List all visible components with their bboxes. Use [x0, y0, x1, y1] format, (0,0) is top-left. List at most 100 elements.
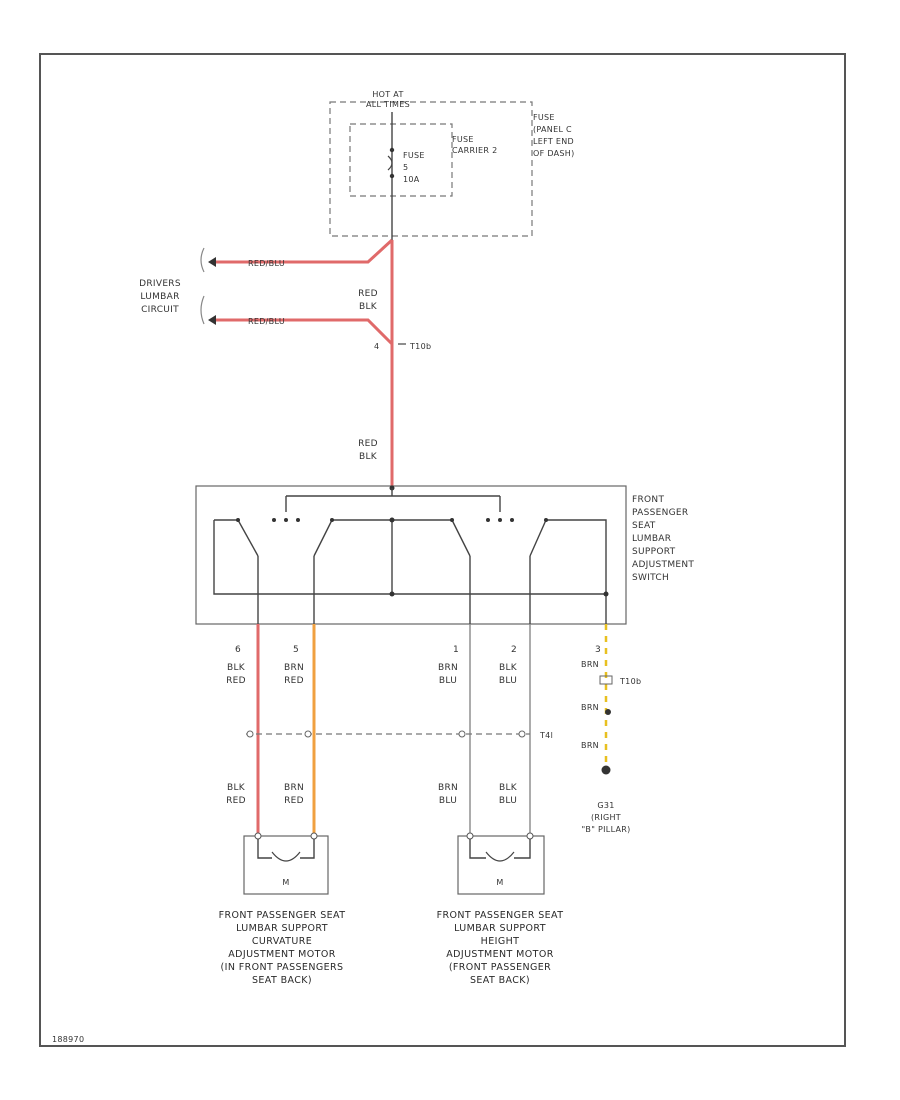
- curvature-motor: M FRONT PASSENGER SEAT LUMBAR SUPPORT CU…: [219, 832, 346, 986]
- switch-blade: [313, 519, 333, 557]
- switch-blade: [529, 519, 547, 557]
- splice-label: T10b: [409, 342, 431, 351]
- height-motor-caption-5: (FRONT PASSENGER: [449, 962, 551, 973]
- fuse-panel: HOT AT ALL TIMES FUSE CARRIER 2 FUSE 5 1…: [329, 90, 575, 240]
- drivers-lumbar-wire-bottom: [216, 318, 394, 346]
- upper-wire-color: BLU: [439, 676, 457, 686]
- arrow-left-icon: [208, 257, 216, 267]
- height-motor-caption-3: HEIGHT: [481, 936, 520, 947]
- height-motor: M FRONT PASSENGER SEAT LUMBAR SUPPORT HE…: [437, 832, 563, 986]
- main-wire2-color-1: RED: [358, 439, 378, 449]
- ground-branch: BRN T10b BRN BRN G31 (RIGHT "B" PILLAR): [581, 624, 641, 834]
- all-times-label: ALL TIMES: [366, 100, 410, 109]
- hot-at-label: HOT AT: [372, 90, 403, 99]
- motor-terminal: [526, 832, 534, 840]
- connector-pin: [304, 730, 312, 738]
- blade-pivot: [544, 518, 548, 522]
- ground-node: [605, 709, 611, 715]
- height-motor-box: [457, 835, 545, 895]
- contact-dot: [486, 518, 490, 522]
- lower-wire-color: RED: [226, 796, 246, 806]
- lower-wire-color: BLK: [499, 783, 518, 793]
- motor-wires: BLK RED BRN RED BRN BLU BLK BLU T4l BLK …: [226, 624, 553, 836]
- arrow-left-icon: [208, 315, 216, 325]
- connector-pin: [458, 730, 466, 738]
- switch-blade: [451, 519, 471, 557]
- switch-pins: 6 5 1 2 3: [235, 645, 601, 655]
- blade-pivot: [450, 518, 454, 522]
- blade-pivot: [236, 518, 240, 522]
- blade-pivot: [330, 518, 334, 522]
- drivers-lumbar-label-2: LUMBAR: [140, 292, 179, 302]
- curvature-motor-box: [243, 835, 329, 895]
- pin-number: 2: [511, 645, 517, 655]
- main-wire2-color-2: BLK: [359, 452, 378, 462]
- switch-node: [603, 591, 609, 597]
- fuse-panel-label-1: FUSE: [533, 113, 555, 122]
- ground-splice-label: T10b: [619, 677, 641, 686]
- contact-dot: [296, 518, 300, 522]
- lumbar-support-switch: FRONT PASSENGER SEAT LUMBAR SUPPORT ADJU…: [195, 485, 694, 625]
- diagram-frame: [39, 53, 846, 1047]
- fuse-panel-label-2: (PANEL C: [533, 125, 572, 134]
- drivers-wire-top-color: RED/BLU: [248, 259, 285, 268]
- connector-label: T4l: [539, 731, 553, 740]
- connector-pin: [246, 730, 254, 738]
- drivers-wire-bottom-color: RED/BLU: [248, 317, 285, 326]
- switch-common-bus: [285, 488, 501, 512]
- fuse-terminal-top: [389, 147, 395, 153]
- ground-icon: [601, 765, 611, 775]
- upper-wire-color: BLK: [227, 663, 246, 673]
- curvature-motor-caption-5: (IN FRONT PASSENGERS: [221, 962, 344, 973]
- drivers-lumbar-bracket: [200, 247, 205, 325]
- main-feed: RED BLK 4 T10b RED BLK: [358, 240, 431, 486]
- switch-outline: [195, 485, 627, 625]
- fuse-carrier-outline: [349, 123, 453, 197]
- ground-wire2-color: BRN: [581, 703, 599, 712]
- lower-wire-color: BLK: [227, 783, 246, 793]
- switch-label-5: SUPPORT: [632, 547, 676, 557]
- fuse-panel-label-3: LEFT END: [533, 137, 574, 146]
- switch-label-3: SEAT: [632, 521, 656, 531]
- drivers-lumbar-circuit: DRIVERS LUMBAR CIRCUIT RED/BLU RED/BLU: [139, 238, 394, 346]
- switch-label-7: SWITCH: [632, 573, 669, 583]
- diagram-id: 188970: [52, 1035, 84, 1044]
- curvature-motor-caption-3: CURVATURE: [252, 936, 312, 947]
- height-motor-caption-6: SEAT BACK): [470, 975, 530, 986]
- main-wire1-color-2: BLK: [359, 302, 378, 312]
- upper-wire-color: BRN: [438, 663, 458, 673]
- fuse-icon: [387, 155, 393, 171]
- pin-number: 5: [293, 645, 299, 655]
- switch-label-1: FRONT: [632, 495, 664, 505]
- lower-wire-color: BLU: [439, 796, 457, 806]
- lower-wire-color: BRN: [438, 783, 458, 793]
- fuse-label: FUSE: [403, 151, 425, 160]
- motor-internal-wire: [257, 839, 315, 859]
- ground-label-2: (RIGHT: [591, 813, 621, 822]
- lower-wire-color: BLU: [499, 796, 517, 806]
- switch-node: [389, 517, 395, 523]
- fuse-panel-label-4: OF DASH): [533, 149, 575, 158]
- motor-symbol: M: [282, 878, 289, 887]
- motor-terminal: [310, 832, 318, 840]
- contact-dot: [272, 518, 276, 522]
- pin-number: 6: [235, 645, 241, 655]
- motor-internal-wire: [469, 839, 531, 859]
- ground-splice-marker: [599, 675, 613, 685]
- curvature-motor-caption-6: SEAT BACK): [252, 975, 312, 986]
- ground-label-3: "B" PILLAR): [581, 825, 630, 834]
- fuse-number: 5: [403, 163, 408, 172]
- motor-symbol: M: [496, 878, 503, 887]
- contact-dot: [498, 518, 502, 522]
- fuse-rating: 10A: [403, 175, 420, 184]
- fuse-panel-outline: [329, 101, 533, 237]
- curvature-motor-caption-1: FRONT PASSENGER SEAT: [219, 910, 346, 921]
- ground-wire1-color: BRN: [581, 660, 599, 669]
- switch-label-2: PASSENGER: [632, 508, 688, 518]
- ground-label-1: G31: [597, 801, 614, 810]
- upper-wire-color: BLK: [499, 663, 518, 673]
- fuse-carrier-label-1: FUSE: [452, 135, 474, 144]
- fuse-terminal-bottom: [389, 173, 395, 179]
- curvature-motor-caption-2: LUMBAR SUPPORT: [236, 923, 328, 934]
